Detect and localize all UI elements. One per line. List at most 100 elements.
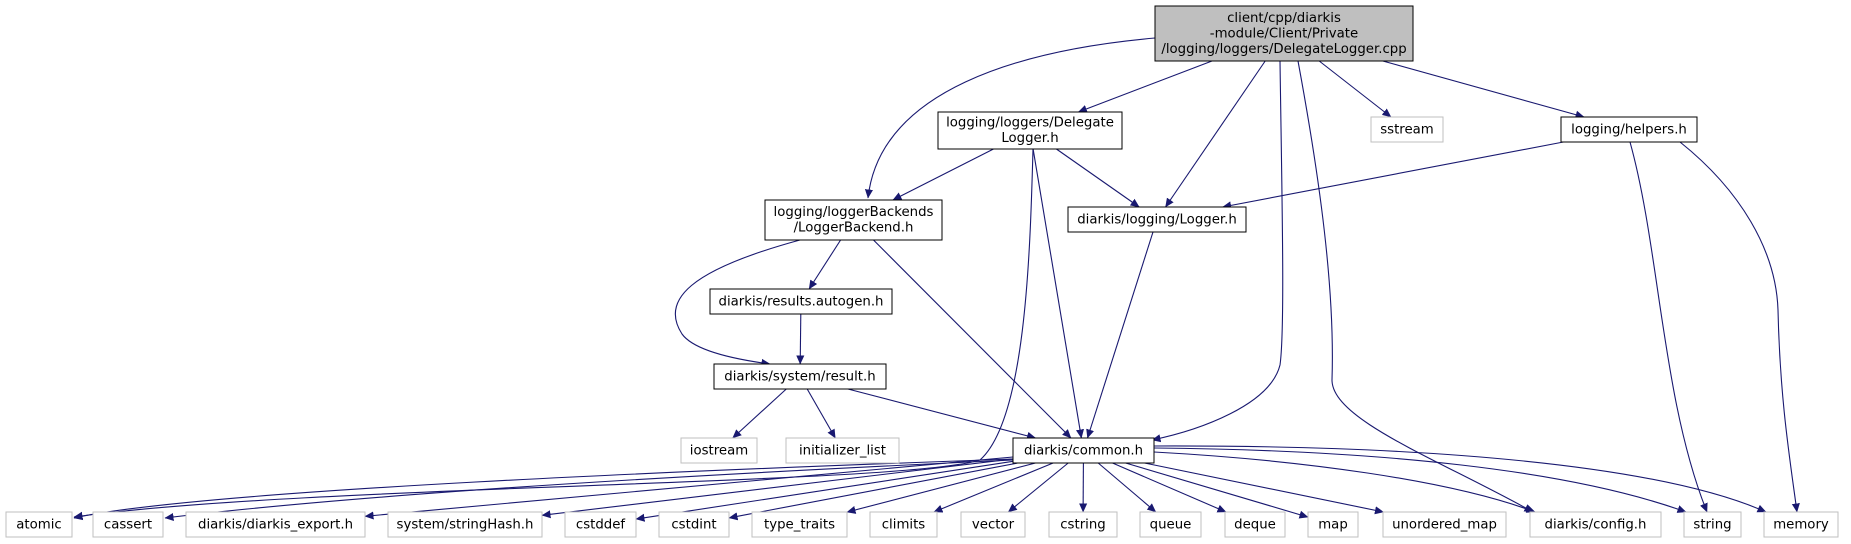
edge-common_h-to-type_traits: [846, 462, 1036, 514]
edge-common_h-to-atomic: [73, 458, 1014, 521]
node-cassert: cassert: [92, 511, 164, 538]
node-label: sstream: [1380, 122, 1434, 137]
node-label: diarkis/diarkis_export.h: [198, 517, 353, 532]
node-label: diarkis/logging/Logger.h: [1077, 212, 1237, 227]
node-box: [1560, 116, 1698, 143]
node-helpers_h[interactable]: logging/helpers.h: [1560, 116, 1698, 143]
node-label: /logging/loggers/DelegateLogger.cpp: [1161, 42, 1406, 57]
node-box: [387, 511, 543, 538]
node-delegate_h[interactable]: logging/loggers/DelegateLogger.h: [937, 111, 1123, 150]
edge-root-to-sstream: [1318, 60, 1392, 118]
edge-root-to-config_h: [1297, 60, 1534, 513]
node-root[interactable]: client/cpp/diarkis-module/Client/Private…: [1154, 5, 1414, 62]
node-cstddef: cstddef: [564, 511, 637, 538]
edge-delegate_h-to-common_h: [1032, 148, 1084, 439]
node-string: string: [1683, 511, 1742, 538]
node-box: [92, 511, 164, 538]
node-box: [751, 511, 848, 538]
node-queue: queue: [1139, 511, 1202, 538]
node-unordered_map: unordered_map: [1382, 511, 1507, 538]
node-label: atomic: [16, 517, 61, 532]
node-stringhash_h: system/stringHash.h: [387, 511, 543, 538]
node-box: [869, 511, 938, 538]
node-label: memory: [1773, 517, 1829, 532]
node-iostream: iostream: [680, 437, 758, 464]
node-label: diarkis/results.autogen.h: [719, 294, 884, 309]
edge-root-to-delegate_h: [1077, 60, 1213, 113]
edge-result_h-to-initializer_list: [806, 388, 836, 439]
node-results_autogen_h[interactable]: diarkis/results.autogen.h: [709, 288, 893, 315]
node-label: diarkis/system/result.h: [724, 369, 875, 384]
node-box: [937, 111, 1123, 150]
edge-common_h-to-vector: [1007, 462, 1069, 513]
edge-root-to-helpers_h: [1382, 60, 1585, 119]
node-box: [185, 511, 366, 538]
node-box: [1139, 511, 1202, 538]
node-label: iostream: [690, 443, 748, 458]
node-vector: vector: [960, 511, 1026, 538]
node-box: [1683, 511, 1742, 538]
node-label: initializer_list: [799, 443, 886, 458]
node-box: [960, 511, 1026, 538]
node-box: [1067, 206, 1247, 233]
node-label: cstdint: [671, 517, 716, 532]
node-label: Logger.h: [1001, 131, 1058, 146]
node-label: /LoggerBackend.h: [794, 221, 914, 236]
node-label: deque: [1234, 517, 1276, 532]
node-label: diarkis/config.h: [1545, 517, 1647, 532]
edge-helpers_h-to-memory: [1679, 141, 1800, 513]
edge-result_h-to-common_h: [847, 388, 1037, 440]
node-result_h[interactable]: diarkis/system/result.h: [713, 363, 887, 390]
node-type_traits: type_traits: [751, 511, 848, 538]
edge-common_h-to-queue: [1097, 462, 1157, 513]
node-label: queue: [1150, 517, 1192, 532]
edge-common_h-to-cstddef: [635, 460, 1014, 522]
edge-common_h-to-cstdint: [728, 462, 1018, 521]
node-label: cassert: [104, 517, 152, 532]
node-box: [1048, 511, 1118, 538]
node-label: cstring: [1060, 517, 1105, 532]
node-label: map: [1318, 517, 1348, 532]
node-logger_h[interactable]: diarkis/logging/Logger.h: [1067, 206, 1247, 233]
edge-delegate_h-to-logger_h: [1056, 148, 1140, 208]
edge-common_h-to-config_h: [1153, 451, 1536, 513]
node-box: [713, 363, 887, 390]
node-box: [1224, 511, 1286, 538]
node-climits: climits: [869, 511, 938, 538]
node-box: [1529, 511, 1662, 538]
node-cstdint: cstdint: [658, 511, 730, 538]
node-box: [785, 437, 900, 464]
node-label: logging/loggers/Delegate: [946, 116, 1114, 131]
edge-loggerbackend_h-to-result_h: [674, 239, 801, 367]
node-common_h[interactable]: diarkis/common.h: [1012, 437, 1155, 464]
node-config_h: diarkis/config.h: [1529, 511, 1662, 538]
edge-common_h-to-memory: [1153, 445, 1767, 513]
edge-loggerbackend_h-to-results_autogen_h: [808, 239, 842, 290]
node-loggerbackend_h[interactable]: logging/loggerBackends/LoggerBackend.h: [764, 199, 943, 241]
node-box: [680, 437, 758, 464]
node-diarkis_export_h: diarkis/diarkis_export.h: [185, 511, 366, 538]
node-box: [1763, 511, 1839, 538]
node-box: [1370, 116, 1444, 143]
node-deque: deque: [1224, 511, 1286, 538]
node-cstring: cstring: [1048, 511, 1118, 538]
node-box: [1307, 511, 1359, 538]
node-box: [709, 288, 893, 315]
node-label: type_traits: [764, 517, 835, 532]
node-label: client/cpp/diarkis: [1227, 11, 1341, 26]
node-atomic: atomic: [5, 511, 73, 538]
node-label: cstddef: [576, 517, 626, 532]
edge-common_h-to-stringhash_h: [541, 458, 1014, 519]
node-label: diarkis/common.h: [1024, 443, 1143, 458]
edge-common_h-to-unordered_map: [1144, 462, 1384, 515]
node-label: vector: [972, 517, 1015, 532]
node-label: climits: [882, 517, 926, 532]
node-box: [564, 511, 637, 538]
node-box: [658, 511, 730, 538]
node-box: [764, 199, 943, 241]
node-label: unordered_map: [1392, 517, 1497, 532]
node-label: system/stringHash.h: [397, 517, 534, 532]
edge-result_h-to-iostream: [732, 388, 787, 439]
edge-common_h-to-string: [1153, 447, 1687, 513]
